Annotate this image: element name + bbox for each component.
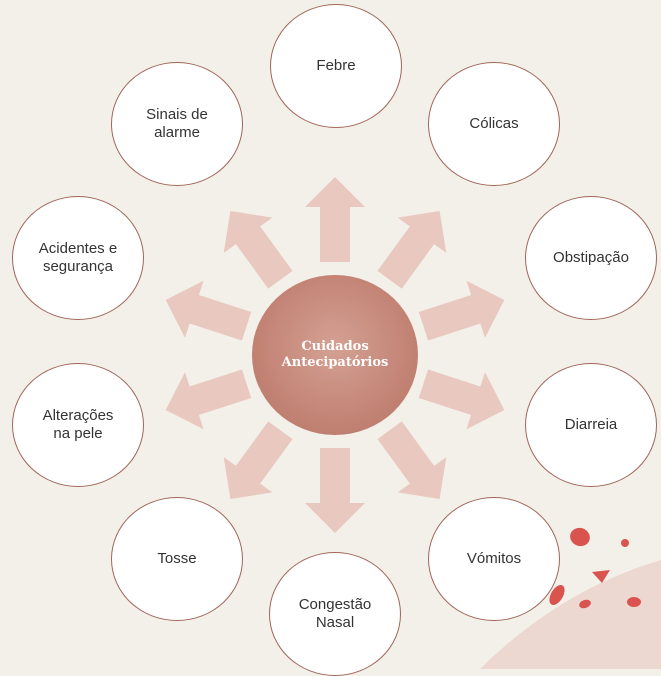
node-acidentes-seguranca: Acidentes e segurança (12, 196, 144, 320)
node-vomitos: Vómitos (428, 497, 560, 621)
node-diarreia: Diarreia (525, 363, 657, 487)
center-topic-label: Cuidados Antecipatórios (281, 339, 389, 370)
node-label: Tosse (157, 550, 197, 567)
arrow-to-diarreia (418, 369, 505, 430)
node-alteracoes-pele: Alterações na pele (12, 363, 144, 487)
node-label: Congestão Nasal (298, 596, 372, 631)
arrow-to-pele (165, 369, 252, 430)
arrow-to-tosse (223, 421, 293, 499)
node-label: Sinais de alarme (146, 106, 208, 141)
node-colicas: Cólicas (428, 62, 560, 186)
node-congestao-nasal: Congestão Nasal (269, 552, 401, 676)
arrow-to-obstipacao (418, 280, 505, 341)
node-label: Cólicas (469, 115, 519, 132)
arrow-to-acidentes (165, 280, 252, 341)
arrow-to-vomitos (377, 421, 447, 499)
arrow-to-congestao (305, 448, 365, 533)
arrow-to-sinais (223, 211, 293, 289)
arrow-to-colicas (377, 211, 447, 289)
node-label: Vómitos (466, 550, 522, 567)
node-label: Obstipação (553, 249, 629, 266)
node-tosse: Tosse (111, 497, 243, 621)
center-topic: Cuidados Antecipatórios (252, 275, 418, 435)
arrow-to-febre (305, 177, 365, 262)
node-label: Alterações na pele (42, 407, 114, 442)
node-label: Febre (316, 57, 356, 74)
node-febre: Febre (270, 4, 402, 128)
node-label: Diarreia (564, 416, 618, 433)
node-obstipacao: Obstipação (525, 196, 657, 320)
node-sinais-alarme: Sinais de alarme (111, 62, 243, 186)
node-label: Acidentes e segurança (38, 240, 118, 275)
